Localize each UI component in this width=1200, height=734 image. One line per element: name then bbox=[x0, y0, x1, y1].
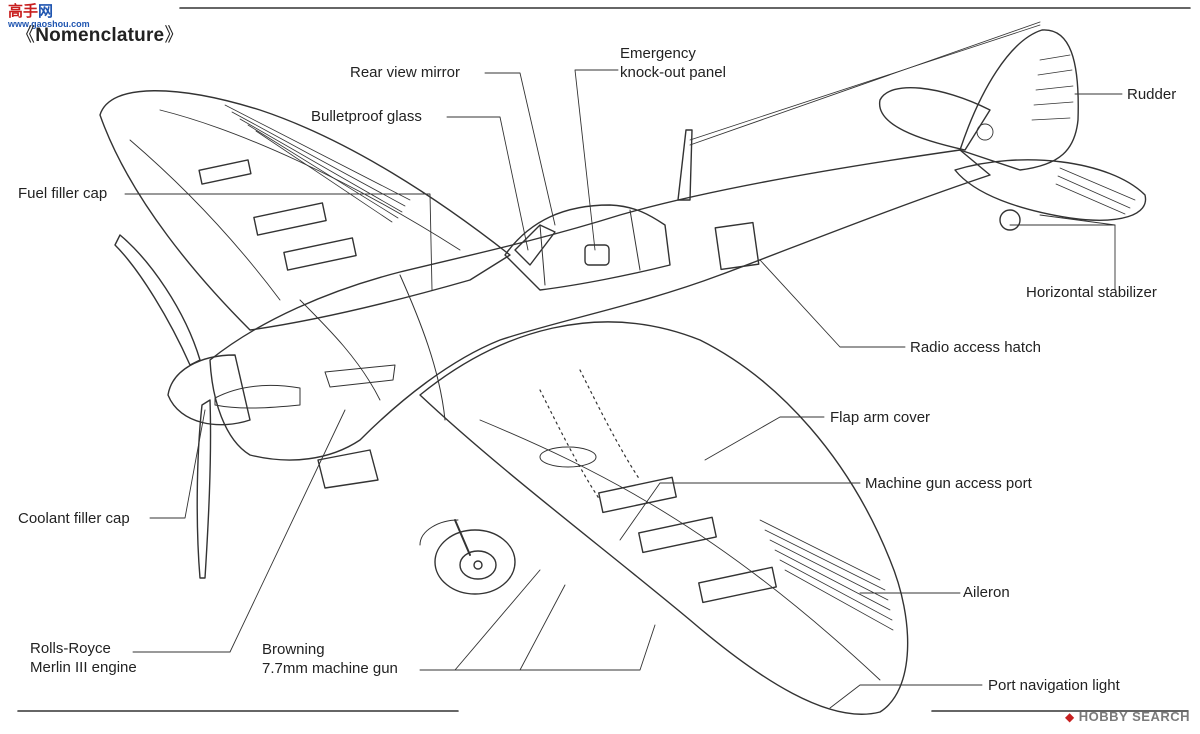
starboard-wing bbox=[99, 90, 511, 331]
label-machine-gun-access-port: Machine gun access port bbox=[865, 475, 1032, 492]
leader-mg-access bbox=[619, 482, 861, 541]
tail-wheel bbox=[999, 209, 1021, 231]
stabilizer-left bbox=[879, 86, 991, 151]
leader-flap bbox=[704, 416, 825, 461]
label-fuel-filler-cap: Fuel filler cap bbox=[18, 185, 108, 202]
canopy bbox=[504, 204, 671, 291]
label-horizontal-stabilizer: Horizontal stabilizer bbox=[1026, 284, 1157, 301]
radiator bbox=[317, 449, 379, 489]
propeller-blade-upper bbox=[114, 234, 201, 366]
main-wheel bbox=[434, 529, 516, 595]
leader-browning-3 bbox=[519, 584, 566, 671]
logo-char-3: 网 bbox=[38, 3, 54, 20]
title-text: Nomenclature bbox=[35, 25, 165, 46]
stabilizer-right bbox=[954, 159, 1147, 221]
logo-char-2: 手 bbox=[23, 3, 39, 20]
roundel bbox=[539, 446, 597, 468]
label-engine-line2: Merlin III engine bbox=[30, 659, 137, 676]
spinner bbox=[167, 354, 251, 426]
title-open-bracket: 《 bbox=[16, 25, 36, 46]
windscreen bbox=[514, 224, 556, 266]
leader-nav-light bbox=[829, 684, 983, 709]
watermark-text: HOBBY SEARCH bbox=[1078, 709, 1190, 724]
leader-browning bbox=[419, 624, 656, 671]
label-emergency-line1: Emergency bbox=[620, 45, 696, 62]
tail-fin bbox=[959, 29, 1079, 171]
label-rear-view-mirror: Rear view mirror bbox=[350, 64, 461, 81]
antenna-mast bbox=[677, 129, 693, 201]
leader-radio bbox=[759, 259, 906, 348]
propeller-blade-lower bbox=[196, 399, 212, 579]
leader-fuel bbox=[124, 193, 433, 291]
rudder-hatching bbox=[1031, 54, 1074, 121]
stabilizer-hatching bbox=[1055, 167, 1136, 215]
label-aileron: Aileron bbox=[963, 584, 1010, 601]
port-aileron-hatching bbox=[759, 519, 894, 631]
leader-stab-2 bbox=[1039, 214, 1116, 226]
label-radio-access-hatch: Radio access hatch bbox=[910, 339, 1041, 356]
watermark-icon: ◆ bbox=[1065, 709, 1075, 724]
watermark: ◆ HOBBY SEARCH bbox=[1065, 709, 1190, 724]
port-wing bbox=[419, 321, 909, 715]
label-emergency-line2: knock-out panel bbox=[620, 64, 726, 81]
label-bulletproof-glass: Bulletproof glass bbox=[311, 108, 422, 125]
label-engine-line1: Rolls-Royce bbox=[30, 640, 111, 657]
title-close-bracket: 》 bbox=[164, 25, 184, 46]
label-flap-arm-cover: Flap arm cover bbox=[830, 409, 931, 426]
label-browning-line2: 7.7mm machine gun bbox=[262, 660, 398, 677]
page-title: 《Nomenclature》 bbox=[16, 20, 184, 47]
logo-char-1: 高 bbox=[8, 3, 24, 20]
leader-browning-2 bbox=[454, 569, 541, 671]
leader-rear-view-mirror bbox=[484, 72, 556, 226]
label-rudder: Rudder bbox=[1127, 86, 1177, 103]
exhaust bbox=[324, 364, 396, 388]
site-logo: 高手网 www.gaoshou.com bbox=[8, 4, 90, 29]
leader-coolant bbox=[149, 409, 206, 519]
emergency-panel bbox=[584, 244, 610, 266]
radio-hatch bbox=[714, 221, 760, 271]
fuselage bbox=[209, 149, 991, 461]
leader-tail bbox=[689, 21, 1041, 146]
leader-emergency bbox=[574, 69, 619, 251]
leader-bulletproof bbox=[446, 116, 529, 251]
starboard-aileron-hatching bbox=[224, 104, 411, 223]
logo-url: www.gaoshou.com bbox=[8, 19, 90, 29]
label-coolant-filler-cap: Coolant filler cap bbox=[18, 510, 130, 527]
label-browning-line1: Browning bbox=[262, 641, 325, 658]
leader-engine bbox=[132, 409, 346, 653]
landing-gear-strut bbox=[454, 519, 471, 556]
label-port-navigation-light: Port navigation light bbox=[988, 677, 1120, 694]
leader-horizontal-stab bbox=[1009, 224, 1116, 291]
